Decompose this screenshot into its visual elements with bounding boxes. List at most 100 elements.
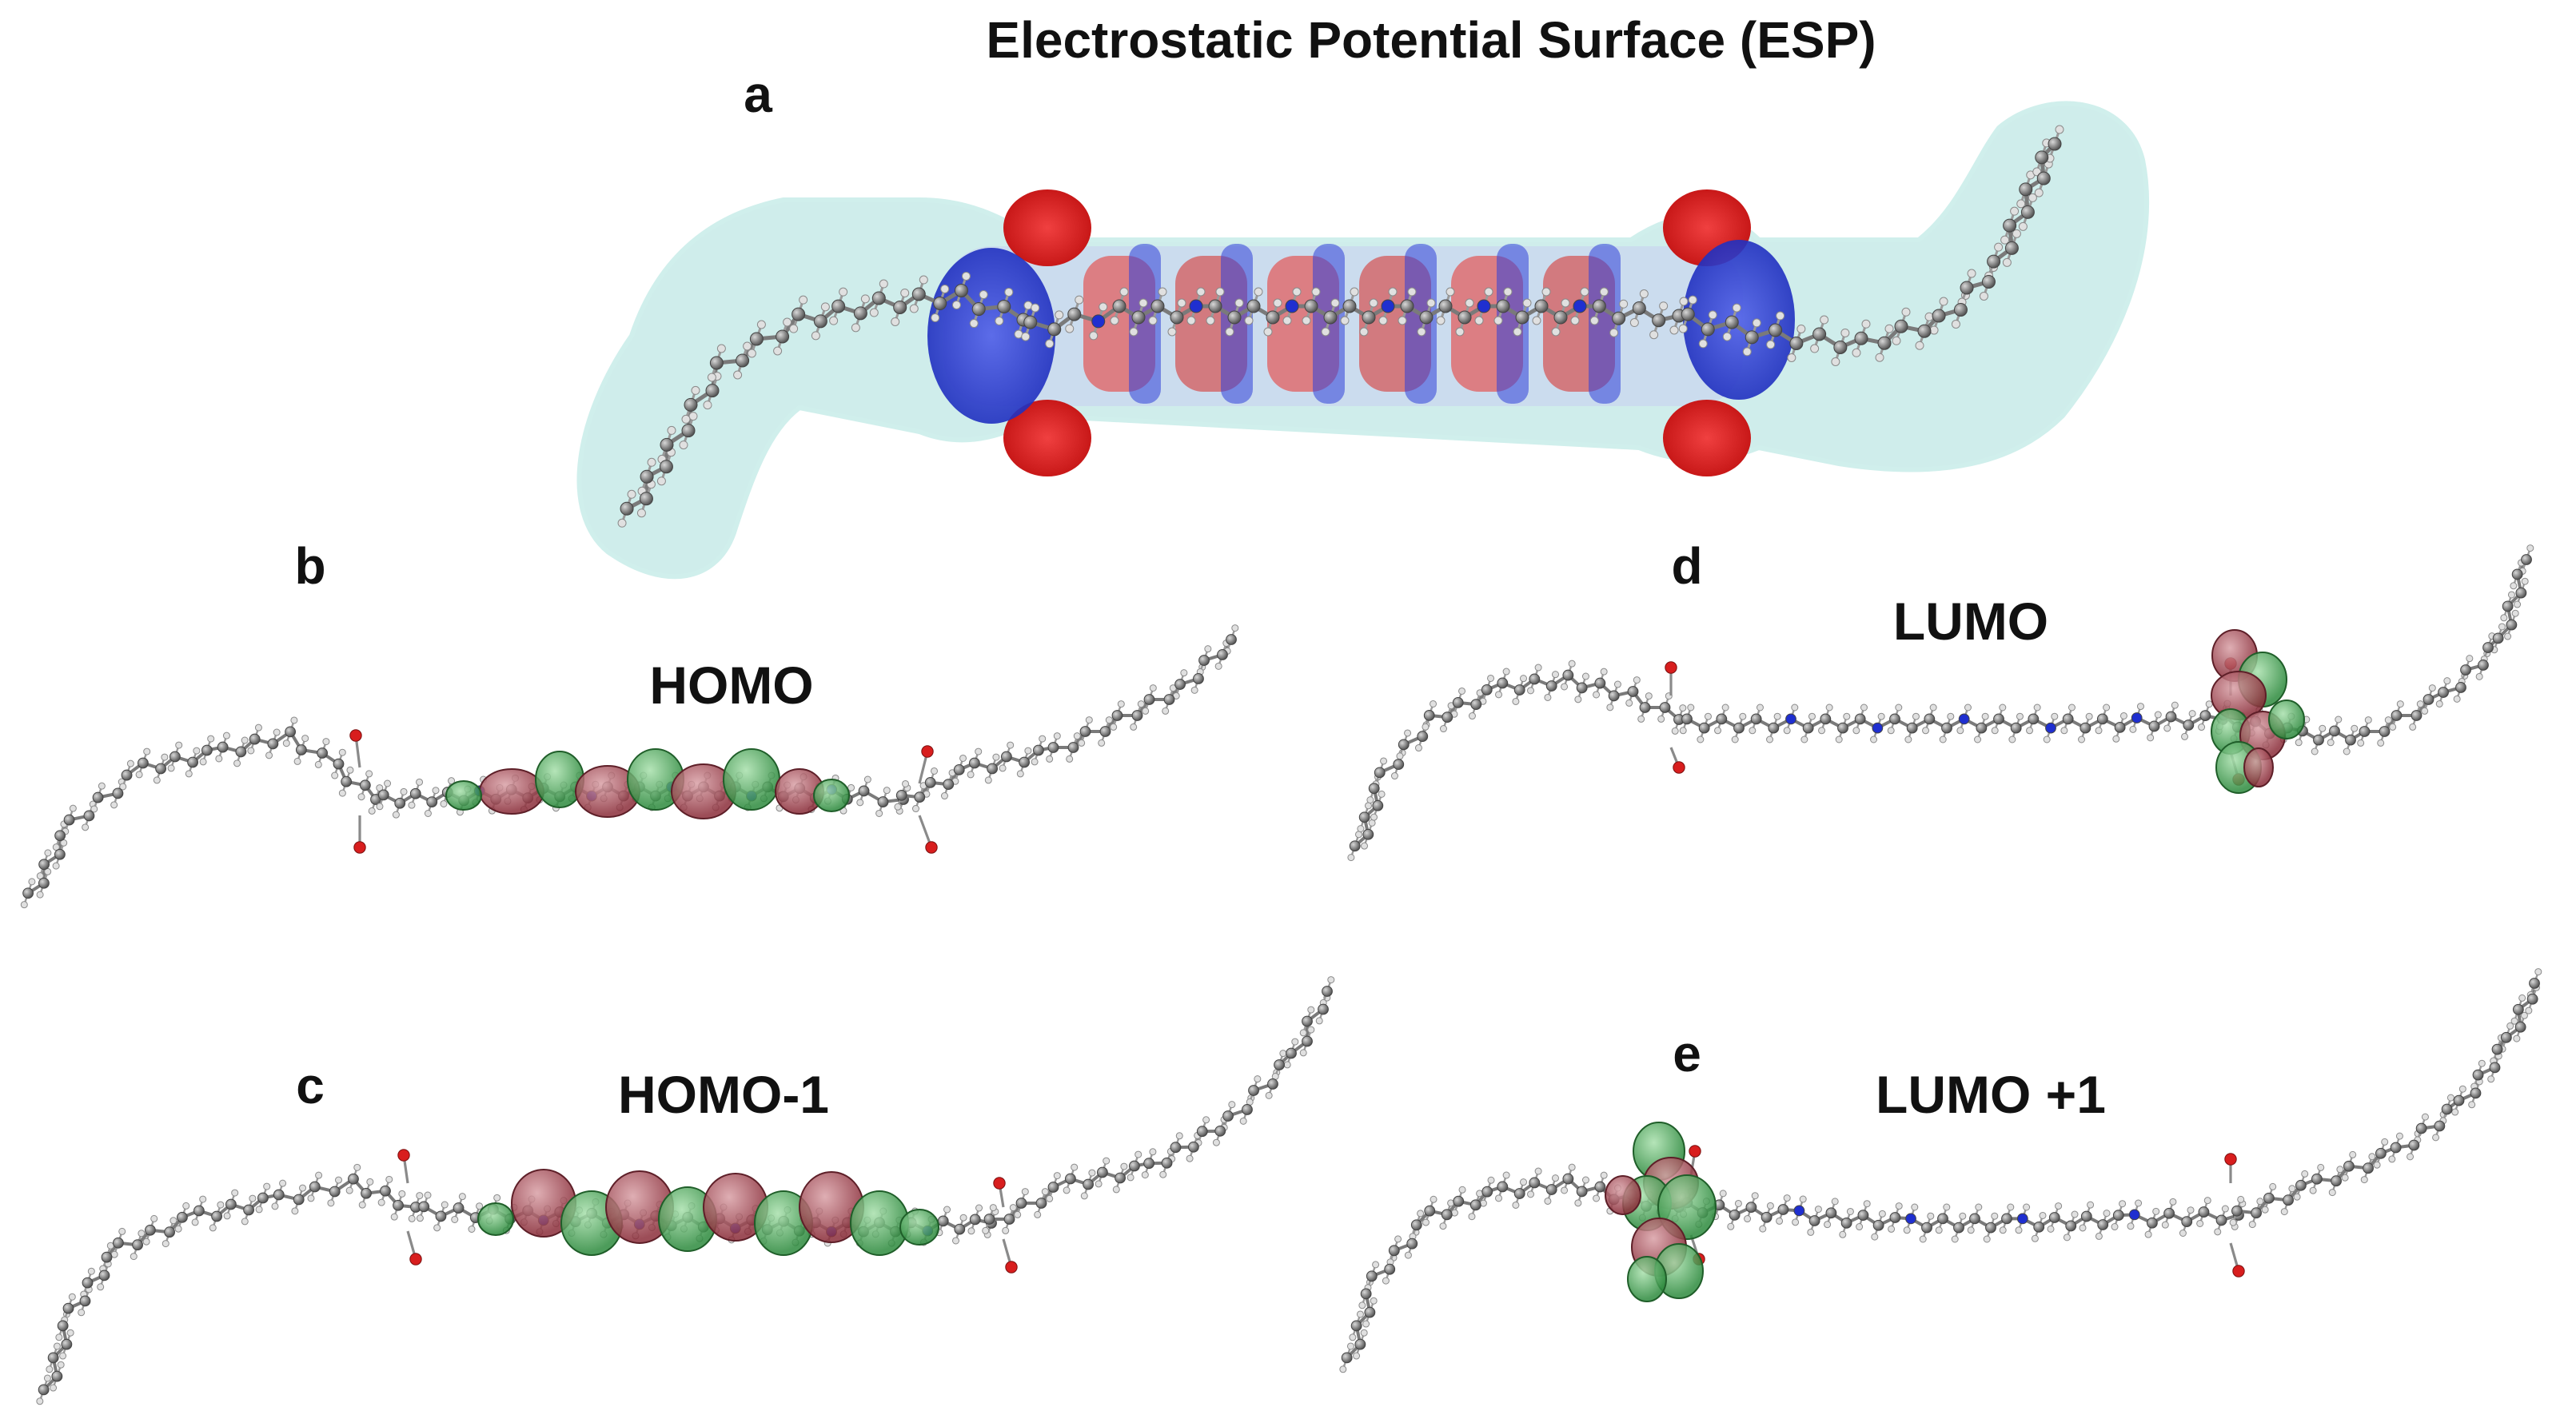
hydrogen-atom (1009, 1204, 1017, 1212)
hydrogen-atom (338, 789, 346, 797)
carbon-atom (2441, 1103, 2453, 1115)
oxygen-atom (921, 745, 934, 758)
hydrogen-atom (1843, 712, 1851, 720)
carbon-atom (640, 469, 654, 484)
carbon-atom (2453, 1094, 2465, 1106)
carbon-atom (380, 1185, 391, 1197)
hydrogen-atom (1105, 716, 1113, 724)
hydrogen-atom (1719, 1190, 1727, 1198)
hydrogen-atom (1283, 1061, 1291, 1069)
hydrogen-atom (2016, 199, 2026, 209)
hydrogen-atom (1512, 1201, 1520, 1209)
hydrogen-atom (167, 764, 175, 772)
hydrogen-atom (1814, 1206, 1822, 1214)
hydrogen-atom (1994, 242, 2004, 252)
lumo-orbital-panel (1347, 544, 2534, 862)
carbon-atom (1777, 1204, 1789, 1215)
hydrogen-atom (1206, 316, 1215, 325)
hydrogen-atom (1981, 712, 1989, 720)
hydrogen-atom (773, 346, 783, 356)
carbon-atom (201, 744, 213, 756)
carbon-atom (1035, 1198, 1047, 1209)
hydrogen-atom (1162, 707, 1170, 715)
carbon-atom (1111, 710, 1123, 721)
hydrogen-atom (299, 1184, 307, 1192)
hydrogen-atom (1637, 715, 1645, 723)
hydrogen-atom (247, 747, 255, 755)
hydrogen-atom (169, 1217, 177, 1225)
hydrogen-atom (52, 862, 60, 870)
hydrogen-atom (255, 1206, 263, 1214)
carbon-atom (217, 741, 229, 753)
hydrogen-atom (959, 754, 967, 762)
carbon-atom (2295, 1179, 2307, 1191)
carbon-atom (1745, 330, 1759, 345)
esp-positive-lobe (1497, 244, 1529, 404)
nitrogen-atom (2016, 1213, 2028, 1225)
hydrogen-atom (476, 1202, 484, 1210)
hydrogen-atom (940, 284, 950, 293)
carbon-atom (309, 1181, 321, 1193)
carbon-atom (1217, 649, 1228, 660)
hydrogen-atom (2443, 677, 2451, 685)
carbon-atom (1470, 699, 1482, 711)
hydrogen-atom (1142, 707, 1150, 715)
carbon-atom (1083, 1178, 1094, 1190)
hydrogen-atom (2163, 724, 2171, 732)
carbon-atom (1496, 299, 1510, 313)
hydrogen-atom (322, 738, 330, 746)
carbon-atom (177, 1211, 188, 1223)
hydrogen-atom (2311, 747, 2319, 755)
hydrogen-atom (2136, 703, 2144, 711)
carbon-atom (1820, 713, 1832, 725)
hydrogen-atom (2487, 1075, 2495, 1083)
carbon-atom (1047, 1182, 1059, 1193)
hydrogen-atom (1407, 287, 1417, 297)
hydrogen-atom (2518, 994, 2526, 1002)
hydrogen-atom (1871, 1233, 1879, 1241)
carbon-atom (2048, 1212, 2060, 1223)
hydrogen-atom (1158, 287, 1167, 297)
hydrogen-atom (2063, 1234, 2071, 1242)
hydrogen-atom (1073, 732, 1081, 740)
carbon-atom (1246, 299, 1261, 313)
carbon-atom (1163, 694, 1175, 705)
hydrogen-atom (1783, 1194, 1791, 1202)
hydrogen-atom (1430, 1195, 1438, 1203)
hydrogen-atom (2478, 1059, 2486, 1067)
hydrogen-atom (1311, 287, 1321, 297)
hydrogen-atom (975, 747, 983, 755)
carbon-atom (2478, 660, 2489, 671)
hydrogen-atom (1820, 315, 1829, 325)
hydrogen-atom (1939, 297, 1948, 306)
carbon-atom (1174, 679, 1186, 690)
carbon-atom (1170, 1142, 1182, 1154)
hydrogen-atom (335, 1176, 343, 1184)
carbon-atom (2004, 241, 2019, 255)
carbon-atom (2411, 710, 2422, 721)
hydrogen-atom (2407, 1153, 2415, 1161)
esp-positive-lobe (1221, 244, 1253, 404)
lumo-plus-1-orbital-panel (1339, 968, 2542, 1373)
hydrogen-atom (345, 1186, 353, 1194)
hydrogen-atom (2119, 711, 2127, 719)
hydrogen-atom (1002, 1226, 1010, 1234)
carbon-atom (1322, 986, 1333, 997)
carbon-atom (1592, 299, 1606, 313)
hydrogen-atom (1362, 1320, 1370, 1328)
hydrogen-atom (1085, 716, 1093, 724)
esp-negative-lobe (1663, 400, 1751, 476)
hydrogen-atom (1929, 325, 1939, 335)
hydrogen-atom (2016, 712, 2024, 720)
hydrogen-atom (2047, 1225, 2055, 1233)
carbon-atom (348, 1173, 359, 1185)
carbon-atom (361, 1187, 372, 1199)
carbon-atom (1987, 254, 2001, 269)
hydrogen-atom (2511, 609, 2519, 617)
hydrogen-atom (1924, 312, 1934, 321)
hydrogen-atom (982, 1226, 990, 1234)
hydrogen-atom (57, 1361, 65, 1369)
hydrogen-atom (222, 731, 230, 739)
hydrogen-atom (1721, 704, 1729, 711)
hydrogen-atom (2205, 700, 2213, 708)
